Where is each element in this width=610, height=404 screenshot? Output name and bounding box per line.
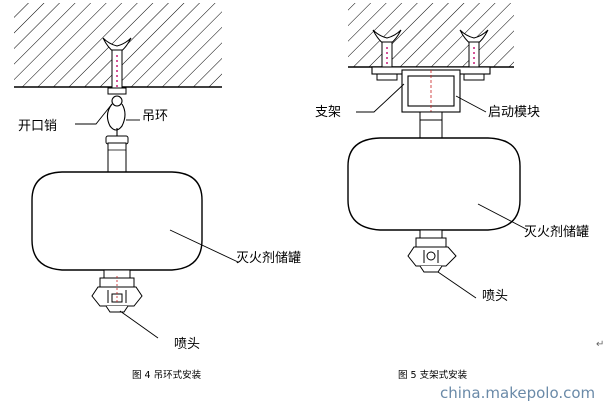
label-hanging-ring: 吊环 [142, 109, 168, 124]
right-nozzle [407, 229, 457, 273]
right-tank [347, 137, 521, 231]
left-nozzle [91, 269, 143, 313]
left-connector [105, 135, 129, 174]
label-right-tank: 灭火剂储罐 [524, 225, 589, 240]
label-left-tank: 灭火剂储罐 [236, 251, 301, 266]
left-leaders [75, 103, 239, 339]
left-anchor-bolt [102, 37, 132, 95]
right-ceiling [348, 3, 514, 67]
right-start-module [419, 111, 443, 139]
label-bracket: 支架 [315, 105, 341, 120]
label-start-module: 启动模块 [488, 105, 540, 120]
label-left-nozzle: 喷头 [174, 337, 200, 352]
right-bracket [371, 66, 491, 113]
right-bolt-left [372, 29, 402, 81]
right-bolt-right [459, 29, 489, 81]
caption-fig4: 图 4 吊环式安装 [132, 369, 202, 381]
left-figure [14, 3, 239, 339]
left-tank [31, 171, 203, 271]
return-mark: ↵ [596, 339, 604, 350]
left-hanging-ring [106, 95, 126, 136]
caption-fig5: 图 5 支架式安装 [398, 369, 468, 381]
label-split-pin: 开口销 [18, 119, 57, 134]
right-leaders [356, 83, 529, 299]
right-figure [347, 3, 529, 299]
label-right-nozzle: 喷头 [482, 289, 508, 304]
watermark: china.makepolo.com [440, 384, 595, 402]
